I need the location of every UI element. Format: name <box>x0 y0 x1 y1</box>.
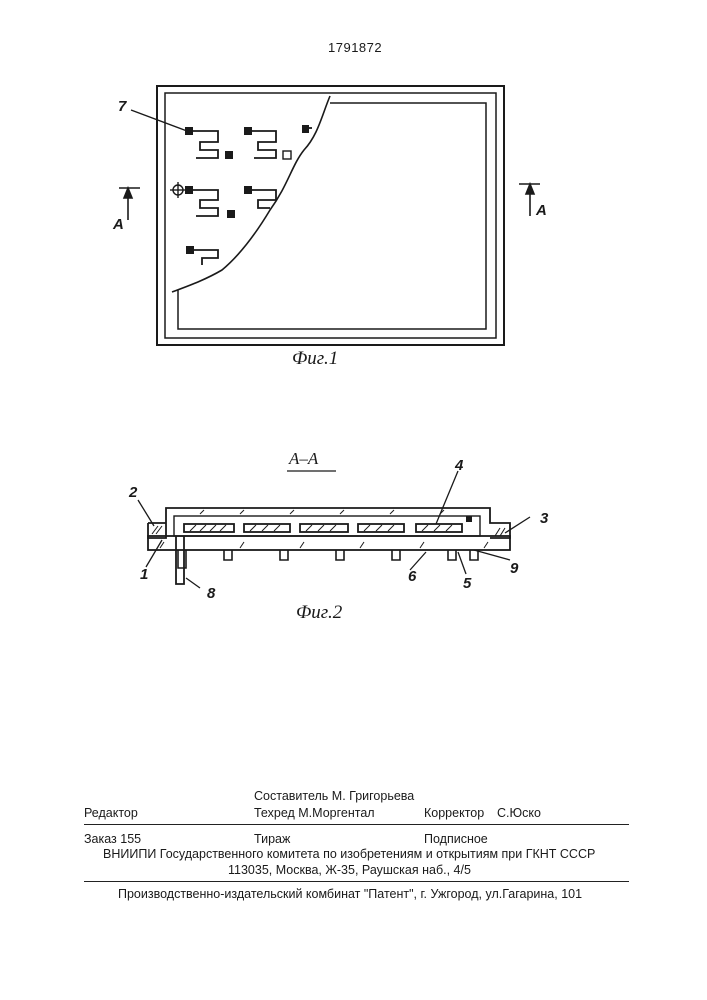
support-pins <box>178 550 478 568</box>
imprint-publisher: Производственно-издательский комбинат "П… <box>118 887 582 901</box>
callout-3: 3 <box>540 510 548 527</box>
section-title: А–А <box>289 449 318 469</box>
leader-3 <box>505 517 530 533</box>
imprint-subscription: Подписное <box>424 832 488 846</box>
imprint-circulation: Тираж <box>254 832 290 846</box>
sensor-element <box>466 516 472 522</box>
imprint-compiler: Составитель М. Григорьева <box>254 789 414 803</box>
callout-5: 5 <box>463 575 471 592</box>
leader-5 <box>458 552 466 574</box>
leader-9 <box>474 550 510 560</box>
imprint-rule-bottom <box>84 881 629 882</box>
imprint-editor: Редактор <box>84 806 138 820</box>
imprint-corrector: Корректор <box>424 806 484 820</box>
inner-cavity <box>174 516 480 536</box>
figure-2-caption: Фиг.2 <box>296 602 342 624</box>
callout-9: 9 <box>510 560 518 577</box>
imprint-institute: ВНИИПИ Государственного комитета по изоб… <box>103 847 595 861</box>
imprint-order: Заказ 155 <box>84 832 141 846</box>
imprint-techred: Техред М.Моргентал <box>254 806 375 820</box>
imprint-corrector-name: С.Юско <box>497 806 541 820</box>
base-substrate <box>148 536 510 550</box>
leader-8 <box>186 578 200 588</box>
callout-8: 8 <box>207 585 215 602</box>
imprint-rule-top <box>84 824 629 825</box>
leader-2 <box>138 500 154 526</box>
callout-6: 6 <box>408 568 416 585</box>
callout-1: 1 <box>140 566 148 583</box>
callout-4: 4 <box>455 457 463 474</box>
callout-2: 2 <box>129 484 137 501</box>
cover-plate <box>148 508 510 538</box>
imprint-address: 113035, Москва, Ж-35, Раушская наб., 4/5 <box>228 863 471 877</box>
